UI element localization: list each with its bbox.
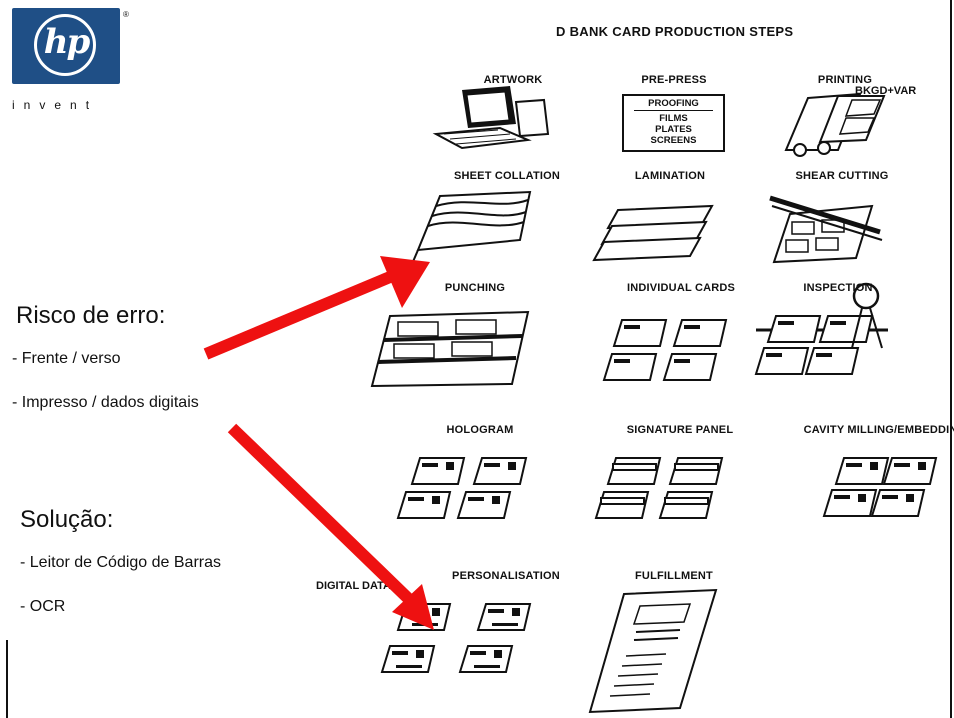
red-arrow-lower (227, 423, 434, 630)
printing-sheets-icon (784, 92, 886, 157)
registered-mark: ® (123, 10, 129, 19)
red-arrow-upper (203, 256, 430, 360)
computer-icon (432, 86, 550, 150)
prepress-item: SCREENS (650, 135, 697, 146)
hologram-icon (397, 457, 527, 519)
individual-cards-icon (603, 319, 727, 381)
diagram-title: D BANK CARD PRODUCTION STEPS (556, 24, 794, 39)
inspection-icon (755, 282, 888, 375)
punching-icon (370, 310, 530, 388)
risk-item: - Frente / verso (12, 350, 121, 367)
risk-item: - Impresso / dados digitais (12, 394, 199, 411)
logo-mark: hp (43, 22, 91, 62)
step-label-prepress: PRE-PRESS (641, 74, 707, 86)
prepress-item: PROOFING (634, 98, 713, 111)
logo-tagline: invent (12, 98, 99, 112)
step-label-printing: PRINTING (817, 74, 873, 86)
risk-title: Risco de erro: (16, 302, 166, 329)
solution-item: - Leitor de Código de Barras (20, 554, 221, 571)
step-label-sheet-collation: SHEET COLLATION (453, 170, 561, 182)
lamination-icon (592, 204, 714, 262)
fulfillment-letter-icon (588, 588, 718, 714)
step-label-lamination: LAMINATION (634, 170, 706, 182)
solution-title: Solução: (20, 506, 114, 533)
shear-cutting-icon (769, 195, 883, 264)
step-label-fulfillment: FULFILLMENT (635, 570, 713, 582)
cavity-milling-icon (823, 457, 937, 517)
frame-right-border (950, 0, 952, 718)
signature-panel-icon (595, 457, 723, 519)
prepress-box: PROOFING FILMS PLATES SCREENS (622, 94, 725, 152)
digital-data-label: DIGITAL DATA (316, 580, 391, 592)
prepress-item: FILMS (659, 113, 688, 124)
hp-logo: hp (12, 8, 120, 84)
printing-note: BKGD+VAR (855, 85, 917, 97)
step-label-punching: PUNCHING (444, 282, 506, 294)
frame-left-border (6, 640, 8, 718)
step-label-hologram: HOLOGRAM (446, 424, 514, 436)
prepress-item: PLATES (655, 124, 692, 135)
sheet-collation-icon (411, 190, 532, 265)
step-label-personalisation: PERSONALISATION (452, 570, 560, 582)
step-label-cavity: CAVITY MILLING/EMBEDDING (803, 424, 954, 436)
solution-item: - OCR (20, 598, 66, 615)
step-label-individual-cards: INDIVIDUAL CARDS (626, 282, 736, 294)
step-label-shear-cutting: SHEAR CUTTING (795, 170, 889, 182)
logo-circle (34, 14, 96, 76)
step-label-artwork: ARTWORK (483, 74, 543, 86)
step-label-signature-panel: SIGNATURE PANEL (626, 424, 734, 436)
